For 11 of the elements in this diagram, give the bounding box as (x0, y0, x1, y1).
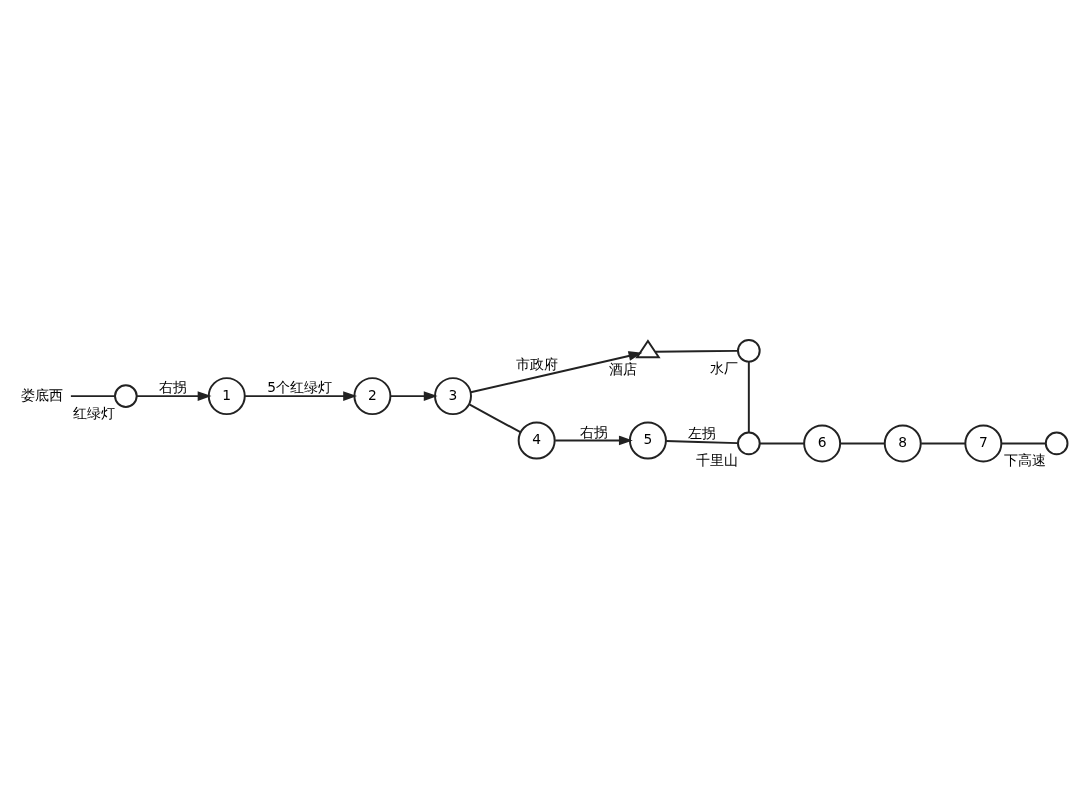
node-label: 红绿灯 (72, 405, 115, 421)
node-text: 娄底西 (20, 386, 63, 403)
edge-label: 左拐 (688, 424, 717, 441)
edge-label: 5个红绿灯 (267, 379, 332, 396)
node-label: 下高速 (1003, 452, 1046, 469)
edge-label: 右拐 (158, 379, 187, 396)
edge-label: 右拐 (579, 423, 608, 440)
node-label: 千里山 (695, 452, 738, 469)
node-label: 水厂 (709, 359, 738, 376)
edge-label: 市政府 (515, 355, 558, 372)
node-label: 酒店 (608, 360, 637, 377)
